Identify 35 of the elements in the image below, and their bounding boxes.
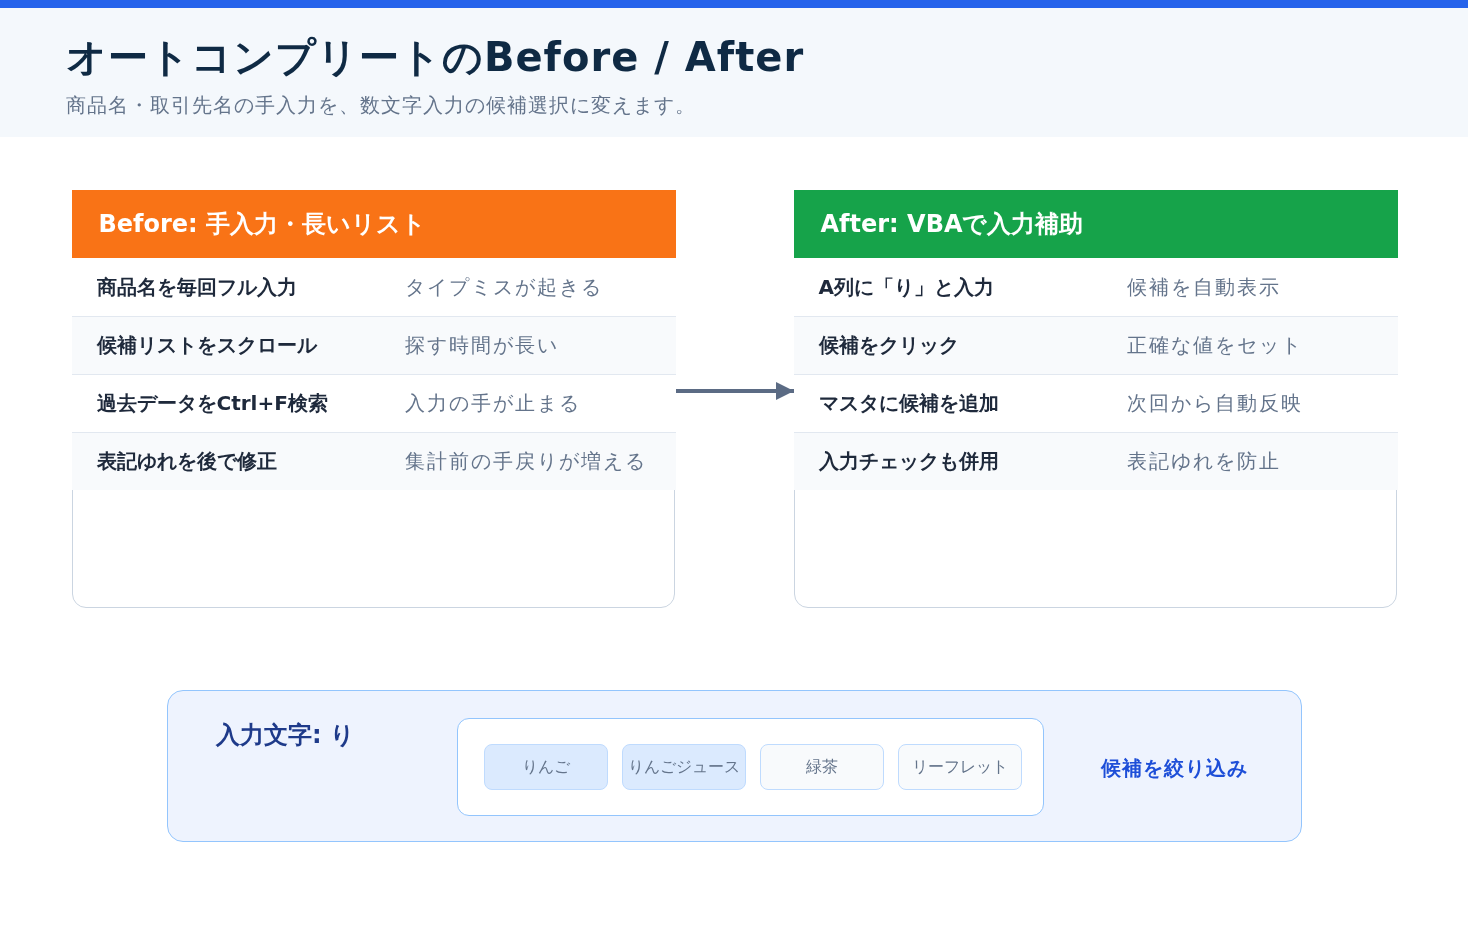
step-text: 入力チェックも併用 [818,447,999,475]
card-header: After: VBAで入力補助 [793,189,1398,258]
suggestion-chip: リーフレット [898,744,1022,790]
effect-text: 表記ゆれを防止 [1126,447,1281,475]
step-text: 候補リストをスクロール [96,331,317,359]
page-subtitle: 商品名・取引先名の手入力を、数文字入力の候補選択に変えます。 [66,92,696,119]
effect-text: 入力の手が止まる [404,389,581,417]
table-row [793,431,1398,490]
step-text: マスタに候補を追加 [818,389,999,417]
table-row [793,315,1398,374]
table-row [71,431,676,490]
suggestion-chip: 緑茶 [760,744,884,790]
step-text: 過去データをCtrl+F検索 [96,389,328,417]
table-row [71,315,676,374]
comparison-card [72,190,675,608]
card-header: Before: 手入力・長いリスト [71,189,676,258]
suggestion-chip: りんごジュース [622,744,746,790]
input-label: 入力文字: り [216,720,355,751]
step-text: 候補をクリック [818,331,959,359]
step-text: 商品名を毎回フル入力 [96,273,297,300]
arrow [675,382,794,400]
effect-text: 集計前の手戻りが増える [404,447,647,475]
step-text: 表記ゆれを後で修正 [96,447,277,475]
input-demo-panel [167,690,1302,842]
page-title: オートコンプリートのBefore / After [66,33,805,82]
filter-caption: 候補を絞り込み [1101,755,1248,782]
suggestion-chip: りんご [484,744,608,790]
suggestion-list [457,718,1044,816]
effect-text: 候補を自動表示 [1126,273,1281,300]
comparison-card [794,190,1397,608]
effect-text: 次回から自動反映 [1126,389,1303,417]
effect-text: 正確な値をセット [1126,331,1303,359]
effect-text: 探す時間が長い [404,331,559,359]
effect-text: タイプミスが起きる [404,273,603,300]
step-text: A列に「り」と入力 [818,273,994,300]
